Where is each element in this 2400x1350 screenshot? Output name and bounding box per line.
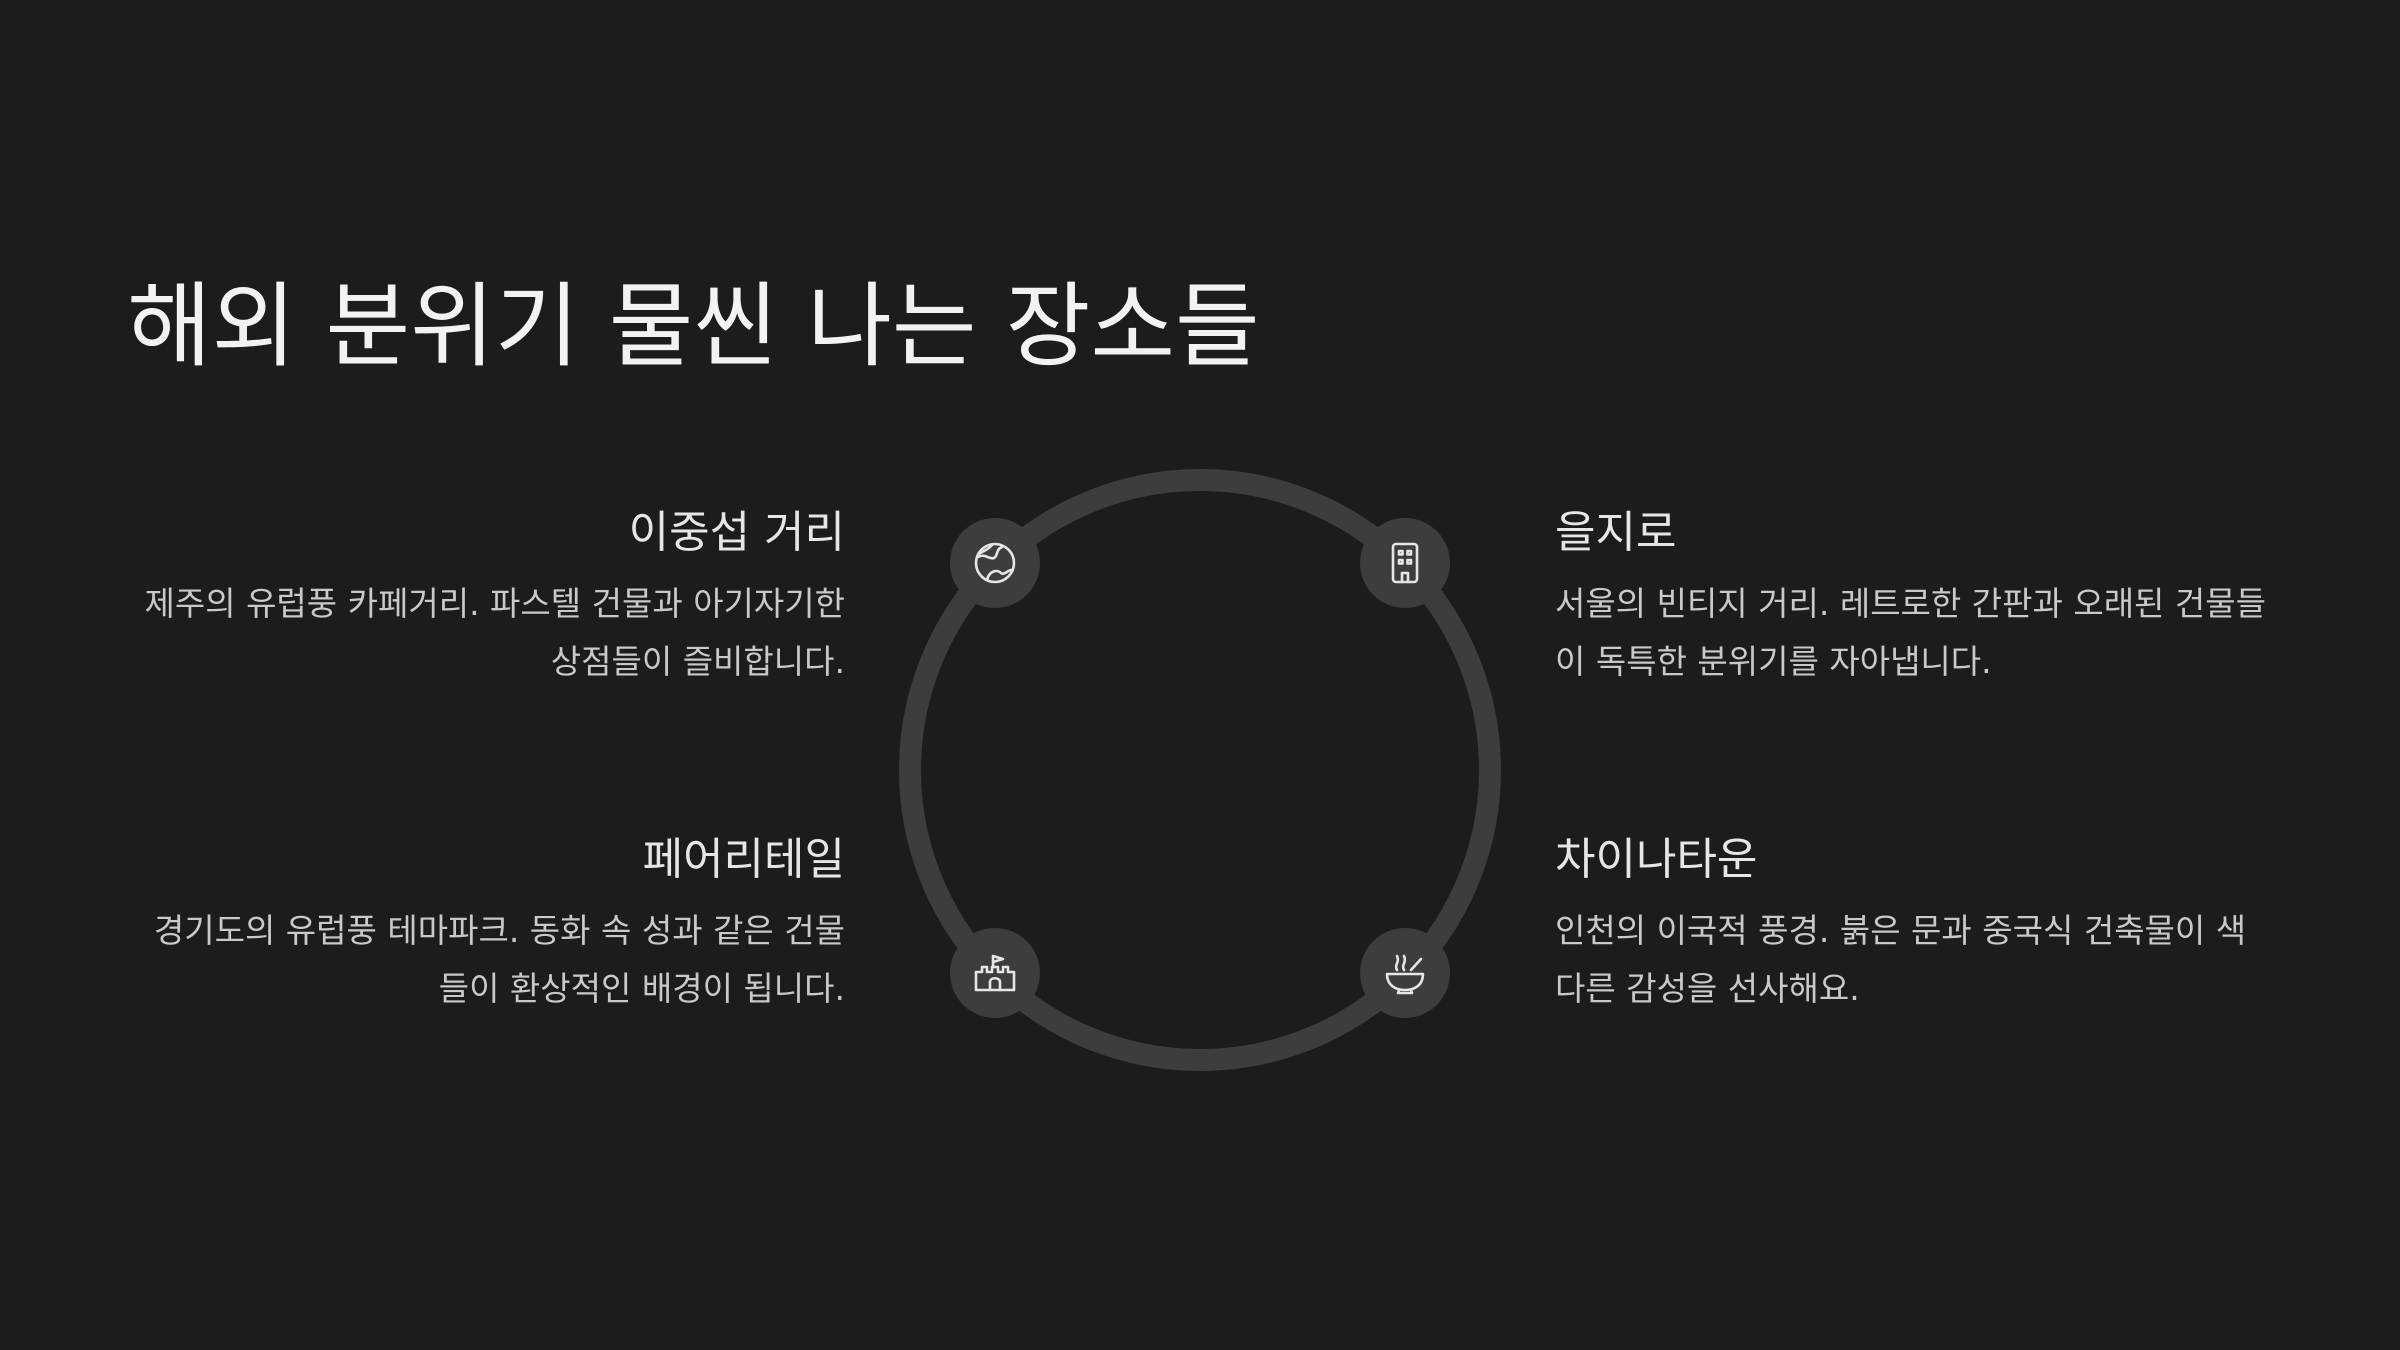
cycle-ring xyxy=(899,469,1501,1071)
item-description: 인천의 이국적 풍경. 붉은 문과 중국식 건축물이 색다른 감성을 선사해요. xyxy=(1555,911,2247,1009)
cycle-diagram xyxy=(899,469,1501,1071)
item-title: 페어리테일 xyxy=(642,834,845,885)
globe-icon xyxy=(950,518,1040,608)
building-icon xyxy=(1360,518,1450,608)
item-title: 차이나타운 xyxy=(1555,834,1758,885)
castle-icon xyxy=(950,928,1040,1018)
noodle-bowl-icon xyxy=(1360,928,1450,1018)
item-chinatown: 차이나타운 인천의 이국적 풍경. 붉은 문과 중국식 건축물이 색다른 감성을… xyxy=(1555,831,2275,1018)
item-title: 이중섭 거리 xyxy=(628,507,845,558)
item-description: 경기도의 유럽풍 테마파크. 동화 속 성과 같은 건물들이 환상적인 배경이 … xyxy=(153,911,845,1009)
item-description: 제주의 유럽풍 카페거리. 파스텔 건물과 아기자기한 상점들이 즐비합니다. xyxy=(144,584,846,682)
item-euljiro: 을지로 서울의 빈티지 거리. 레트로한 간판과 오래된 건물들이 독특한 분위… xyxy=(1555,504,2275,691)
item-title: 을지로 xyxy=(1555,507,1677,558)
slide-title: 해외 분위기 물씬 나는 장소들 xyxy=(127,273,1260,380)
item-ijungseop-street: 이중섭 거리 제주의 유럽풍 카페거리. 파스텔 건물과 아기자기한 상점들이 … xyxy=(125,504,846,691)
item-fairytale: 페어리테일 경기도의 유럽풍 테마파크. 동화 속 성과 같은 건물들이 환상적… xyxy=(125,831,845,1018)
item-description: 서울의 빈티지 거리. 레트로한 간판과 오래된 건물들이 독특한 분위기를 자… xyxy=(1555,584,2266,682)
